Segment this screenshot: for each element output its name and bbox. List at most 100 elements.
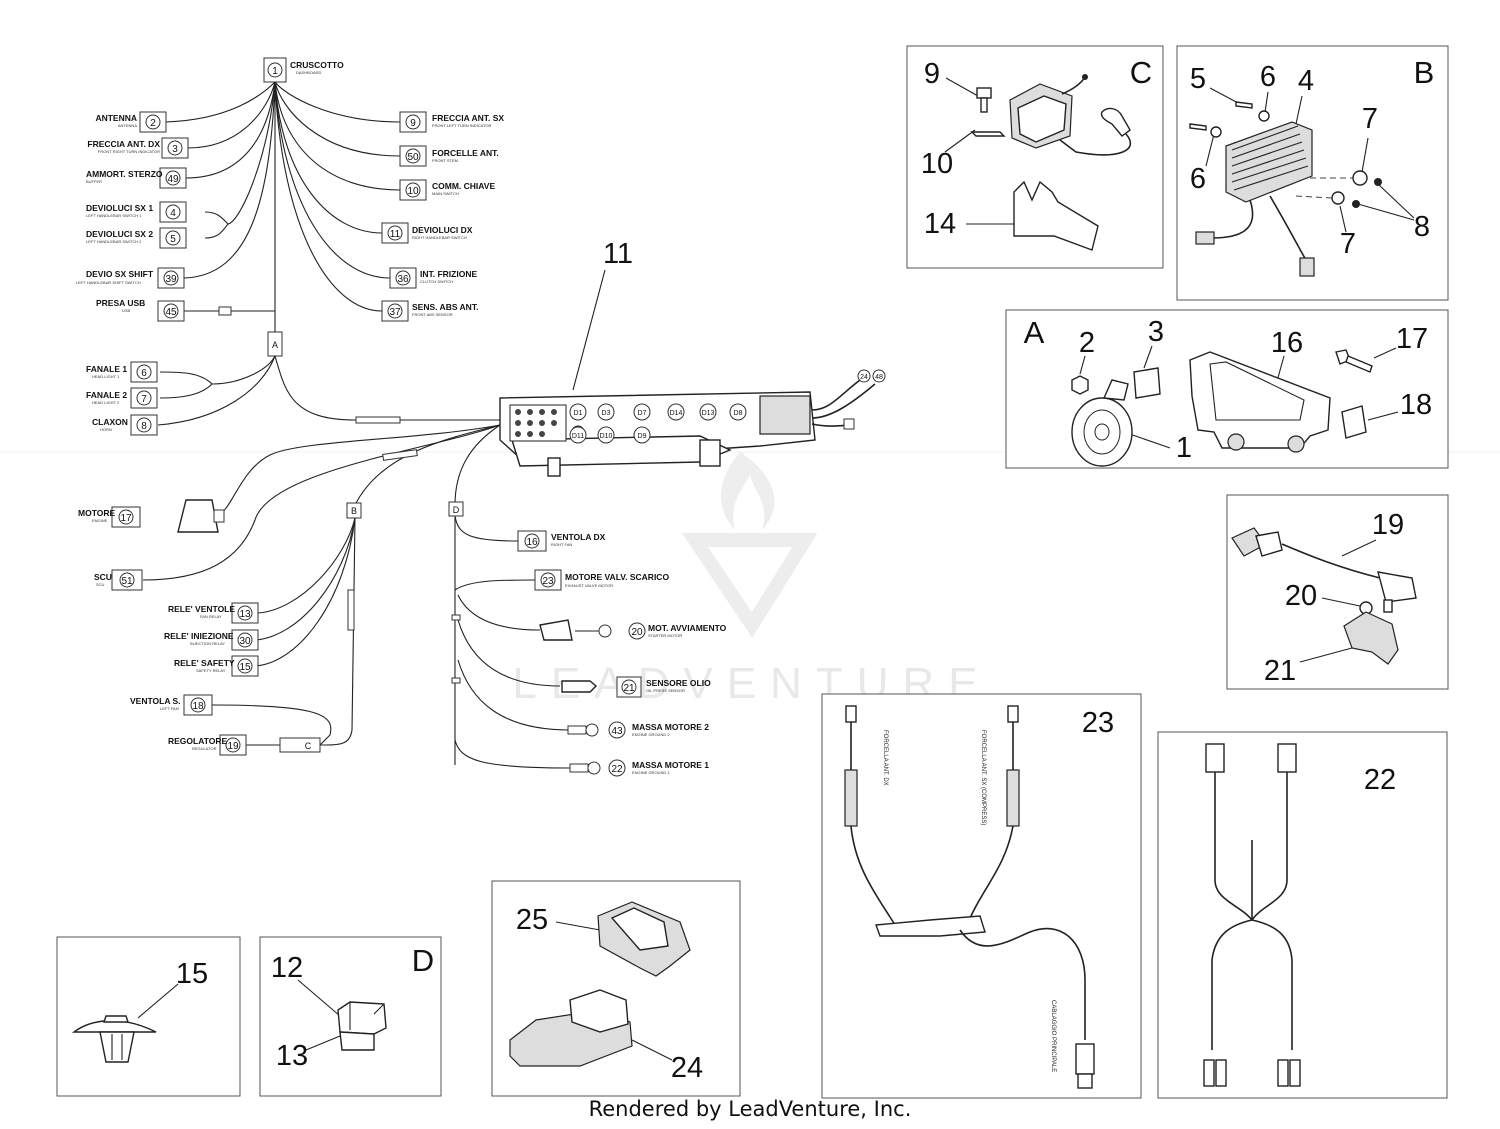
fuse-d1: D1: [574, 410, 583, 417]
conn-clutch-switch-num: 36: [397, 274, 409, 285]
conn-oil-sensor: 21 SENSORE OLIO OIL PRESS SENSOR: [561, 676, 711, 698]
conn-abs-sensor-sub: FRONT ABS SENSOR: [412, 312, 453, 317]
conn-starter-motor-sub: STARTER MOTOR: [648, 633, 682, 638]
conn-left-switch-2-sub: LEFT HANDLEBAR SWITCH 2: [86, 239, 142, 244]
conn-engine-ground-2-sub: ENGINE GROUND 2: [632, 732, 670, 737]
conn-front-stem-num: 50: [407, 152, 419, 163]
conn-usb-socket-label: PRESA USB: [96, 298, 145, 308]
conn-front-left-indicator-num: 9: [410, 118, 416, 129]
conn-front-stem-label: FORCELLE ANT.: [432, 148, 499, 158]
conn-clutch-switch-label: INT. FRIZIONE: [420, 269, 477, 279]
callout-1: 1: [1176, 432, 1192, 464]
conn-clutch-switch: 36 INT. FRIZIONE CLUTCH SWITCH: [389, 267, 477, 289]
conn-antenna-sub: ANTENNA: [118, 123, 137, 128]
conn-front-left-indicator-sub: FRONT LEFT TURN INDICATOR: [432, 123, 492, 128]
panel-c: C 9 10 14: [906, 45, 1164, 269]
panel-d: D 12 13: [259, 936, 442, 1097]
conn-left-fan-label: VENTOLA S.: [130, 696, 181, 706]
conn-engine-num: 17: [120, 513, 132, 524]
junction-d-label: D: [453, 505, 460, 515]
conn-engine-ground-1-sub: ENGINE GROUND 1: [632, 770, 670, 775]
callout-9: 9: [924, 58, 940, 90]
conn-left-switch-1-sub: LEFT HANDLEBAR SWITCH 1: [86, 213, 142, 218]
callout-25: 25: [516, 904, 548, 936]
conn-steering-damper: 49 AMMORT. STERZO BUFFER: [86, 167, 187, 189]
conn-scu-sub: SCU: [96, 582, 105, 587]
conn-regulator-sub: REGULATOR: [192, 746, 217, 751]
callout-6a: 6: [1260, 61, 1276, 93]
callout-24: 24: [671, 1052, 703, 1084]
junction-a-label: A: [272, 340, 278, 350]
conn-antenna: 2 ANTENNA ANTENNA: [95, 111, 167, 133]
conn-usb-socket-num: 45: [165, 307, 177, 318]
callout-14: 14: [924, 208, 956, 240]
conn-horn: 8 CLAXON HORN: [92, 414, 158, 436]
conn-scu-label: SCU: [94, 572, 112, 582]
conn-injection-relay-num: 30: [239, 636, 251, 647]
panel-25-24: 25 24: [491, 880, 741, 1097]
conn-left-switch-2-num: 5: [170, 234, 176, 245]
conn-dashboard-label: CRUSCOTTO: [290, 60, 344, 70]
panel-d-letter: D: [412, 943, 434, 978]
fuse-d14: D14: [670, 410, 683, 417]
conn-exhaust-valve: 23 MOTORE VALV. SCARICO EXHAUST VALVE MO…: [534, 569, 669, 591]
callout-22: 22: [1364, 764, 1396, 796]
conn-steering-damper-sub: BUFFER: [86, 179, 102, 184]
conn-abs-sensor-num: 37: [389, 307, 401, 318]
fuse-d7: D7: [638, 410, 647, 417]
callout-7a: 7: [1362, 103, 1378, 135]
conn-engine-ground-1-num: 22: [611, 764, 623, 775]
fuse-d11: D11: [572, 433, 584, 440]
conn-safety-relay-label: RELE' SAFETY: [174, 658, 235, 668]
conn-right-switch-num: 11: [390, 229, 401, 240]
junction-d: D: [448, 501, 464, 517]
conn-clutch-switch-sub: CLUTCH SWITCH: [420, 279, 453, 284]
conn-oil-sensor-label: SENSORE OLIO: [646, 678, 711, 688]
conn-key-switch-label: COMM. CHIAVE: [432, 181, 495, 191]
conn-exhaust-valve-label: MOTORE VALV. SCARICO: [565, 572, 669, 582]
footer-credit: Rendered by LeadVenture, Inc.: [589, 1097, 912, 1121]
conn-key-switch-num: 10: [407, 186, 419, 197]
conn-front-right-indicator-num: 3: [172, 144, 178, 155]
conn-left-fan-num: 18: [192, 701, 204, 712]
conn-regulator-label: REGOLATORE: [168, 736, 228, 746]
panel-23-text-3: CABLAGGIO PRINCIPALE: [1050, 1000, 1056, 1072]
conn-engine-label: MOTORE: [78, 508, 115, 518]
callout-12: 12: [271, 952, 303, 984]
conn-fan-relay-num: 13: [239, 609, 251, 620]
conn-regulator-num: 19: [227, 741, 239, 752]
conn-fan-relay-sub: FAN RELAY: [200, 614, 222, 619]
conn-head-light-2-sub: HEAD LIGHT 2: [92, 400, 120, 405]
conn-front-left-indicator-label: FRECCIA ANT. SX: [432, 113, 504, 123]
callout-7b: 7: [1340, 228, 1356, 260]
callout-23: 23: [1082, 707, 1114, 739]
panel-b-letter: B: [1414, 55, 1435, 90]
conn-right-switch-label: DEVIOLUCI DX: [412, 225, 473, 235]
panel-23-text-2: FORCELLA ANT. SX (COMPRESS): [980, 730, 986, 825]
conn-key-switch-sub: MAIN SWITCH: [432, 191, 459, 196]
conn-key-switch: 10 COMM. CHIAVE MAIN SWITCH: [399, 179, 495, 201]
fuse-d10: D10: [600, 433, 613, 440]
conn-right-switch-sub: RIGHT HANDLEBAR SWITCH: [412, 235, 467, 240]
conn-horn-label: CLAXON: [92, 417, 128, 427]
conn-engine-ground-1-label: MASSA MOTORE 1: [632, 760, 709, 770]
conn-safety-relay-num: 15: [239, 662, 251, 673]
conn-oil-sensor-sub: OIL PRESS SENSOR: [646, 688, 685, 693]
fuse-d3: D3: [602, 410, 611, 417]
conn-front-right-indicator-label: FRECCIA ANT. DX: [87, 139, 160, 149]
conn-antenna-label: ANTENNA: [95, 113, 137, 123]
panel-15: 15: [56, 936, 241, 1097]
fuse-grid: [509, 404, 585, 442]
callout-5: 5: [1190, 63, 1206, 95]
conn-usb-socket: 45 PRESA USB USB: [96, 298, 232, 322]
conn-injection-relay-sub: INJECTION RELAY: [190, 641, 225, 646]
conn-injection-relay: 30 RELE' INIEZIONE INJECTION RELAY: [164, 629, 259, 651]
conn-injection-relay-label: RELE' INIEZIONE: [164, 631, 234, 641]
conn-head-light-2-label: FANALE 2: [86, 390, 127, 400]
conn-engine-ground-2: 43 MASSA MOTORE 2 ENGINE GROUND 2: [567, 721, 709, 739]
conn-fan-relay: 13 RELE' VENTOLE FAN RELAY: [168, 602, 259, 624]
conn-head-light-1-label: FANALE 1: [86, 364, 127, 374]
panel-23-text-1: FORCELLA ANT. DX: [882, 730, 888, 786]
conn-steering-damper-label: AMMORT. STERZO: [86, 169, 163, 179]
